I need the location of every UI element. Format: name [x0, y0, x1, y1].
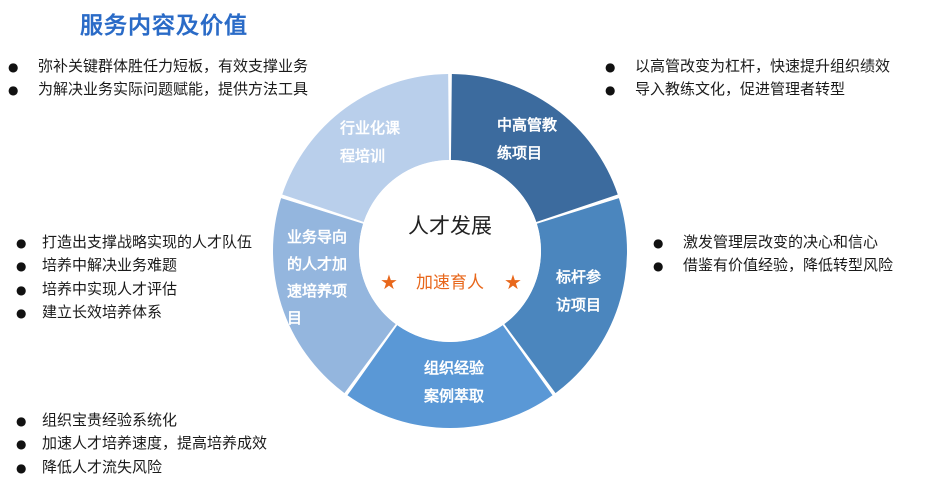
segment-label-line: 访项目 — [556, 296, 601, 314]
segment-case-extraction — [347, 325, 553, 428]
bullet-list-top-left: 弥补关键群体胜任力短板，有效支撑业务 为解决业务实际问题赋能，提供方法工具 — [8, 55, 378, 103]
segment-label-line: 速培养项 — [287, 282, 347, 300]
bullet-item: 借鉴有价值经验，降低转型风险 — [653, 254, 933, 278]
segment-talent-acceleration — [273, 198, 396, 394]
segment-executive-coaching — [450, 74, 618, 222]
bullet-item: 以高管改变为杠杆，快速提升组织绩效 — [605, 55, 935, 79]
bullet-item: 加速人才培养速度，提高培养成效 — [16, 432, 346, 456]
star-icon: ★ — [380, 270, 398, 294]
bullet-item: 弥补关键群体胜任力短板，有效支撑业务 — [8, 55, 378, 79]
center-subtitle: 加速育人 — [416, 273, 484, 293]
bullet-item: 导入教练文化，促进管理者转型 — [605, 78, 935, 102]
bullet-item: 降低人才流失风险 — [16, 456, 346, 480]
bullet-item: 培养中解决业务难题 — [16, 254, 271, 278]
bullet-item: 建立长效培养体系 — [16, 301, 271, 325]
segment-label-line: 练项目 — [497, 144, 542, 162]
bullet-item: 组织宝贵经验系统化 — [16, 409, 346, 433]
segment-label-line: 标杆参 — [555, 268, 602, 286]
segment-label-line: 目 — [287, 309, 302, 327]
segment-label-line: 的人才加 — [287, 255, 347, 273]
bullet-list-mid-right: 激发管理层改变的决心和信心 借鉴有价值经验，降低转型风险 — [653, 231, 933, 279]
segment-label-line: 业务导向 — [287, 228, 347, 246]
segment-industry-courses — [282, 74, 450, 222]
segment-benchmark-visit — [504, 198, 627, 394]
bullet-list-top-right: 以高管改变为杠杆，快速提升组织绩效 导入教练文化，促进管理者转型 — [605, 55, 935, 103]
bullet-item: 激发管理层改变的决心和信心 — [653, 231, 933, 255]
star-icon: ★ — [504, 270, 522, 294]
bullet-list-mid-left: 打造出支撑战略实现的人才队伍 培养中解决业务难题 培养中实现人才评估 建立长效培… — [16, 231, 271, 325]
center-title: 人才发展 — [408, 214, 492, 238]
segment-label-line: 程培训 — [340, 147, 385, 165]
bullet-item: 打造出支撑战略实现的人才队伍 — [16, 231, 271, 255]
center-circle — [359, 160, 541, 342]
bullet-item: 为解决业务实际问题赋能，提供方法工具 — [8, 78, 378, 102]
bullet-item: 培养中实现人才评估 — [16, 278, 271, 302]
segment-label-line: 案例萃取 — [423, 387, 485, 405]
segment-label-line: 组织经验 — [424, 359, 485, 377]
segment-label-line: 中高管教 — [497, 116, 558, 134]
segment-label-line: 行业化课 — [339, 119, 401, 137]
bullet-list-bottom-left: 组织宝贵经验系统化 加速人才培养速度，提高培养成效 降低人才流失风险 — [16, 409, 346, 480]
page-title: 服务内容及价值 — [80, 13, 248, 39]
